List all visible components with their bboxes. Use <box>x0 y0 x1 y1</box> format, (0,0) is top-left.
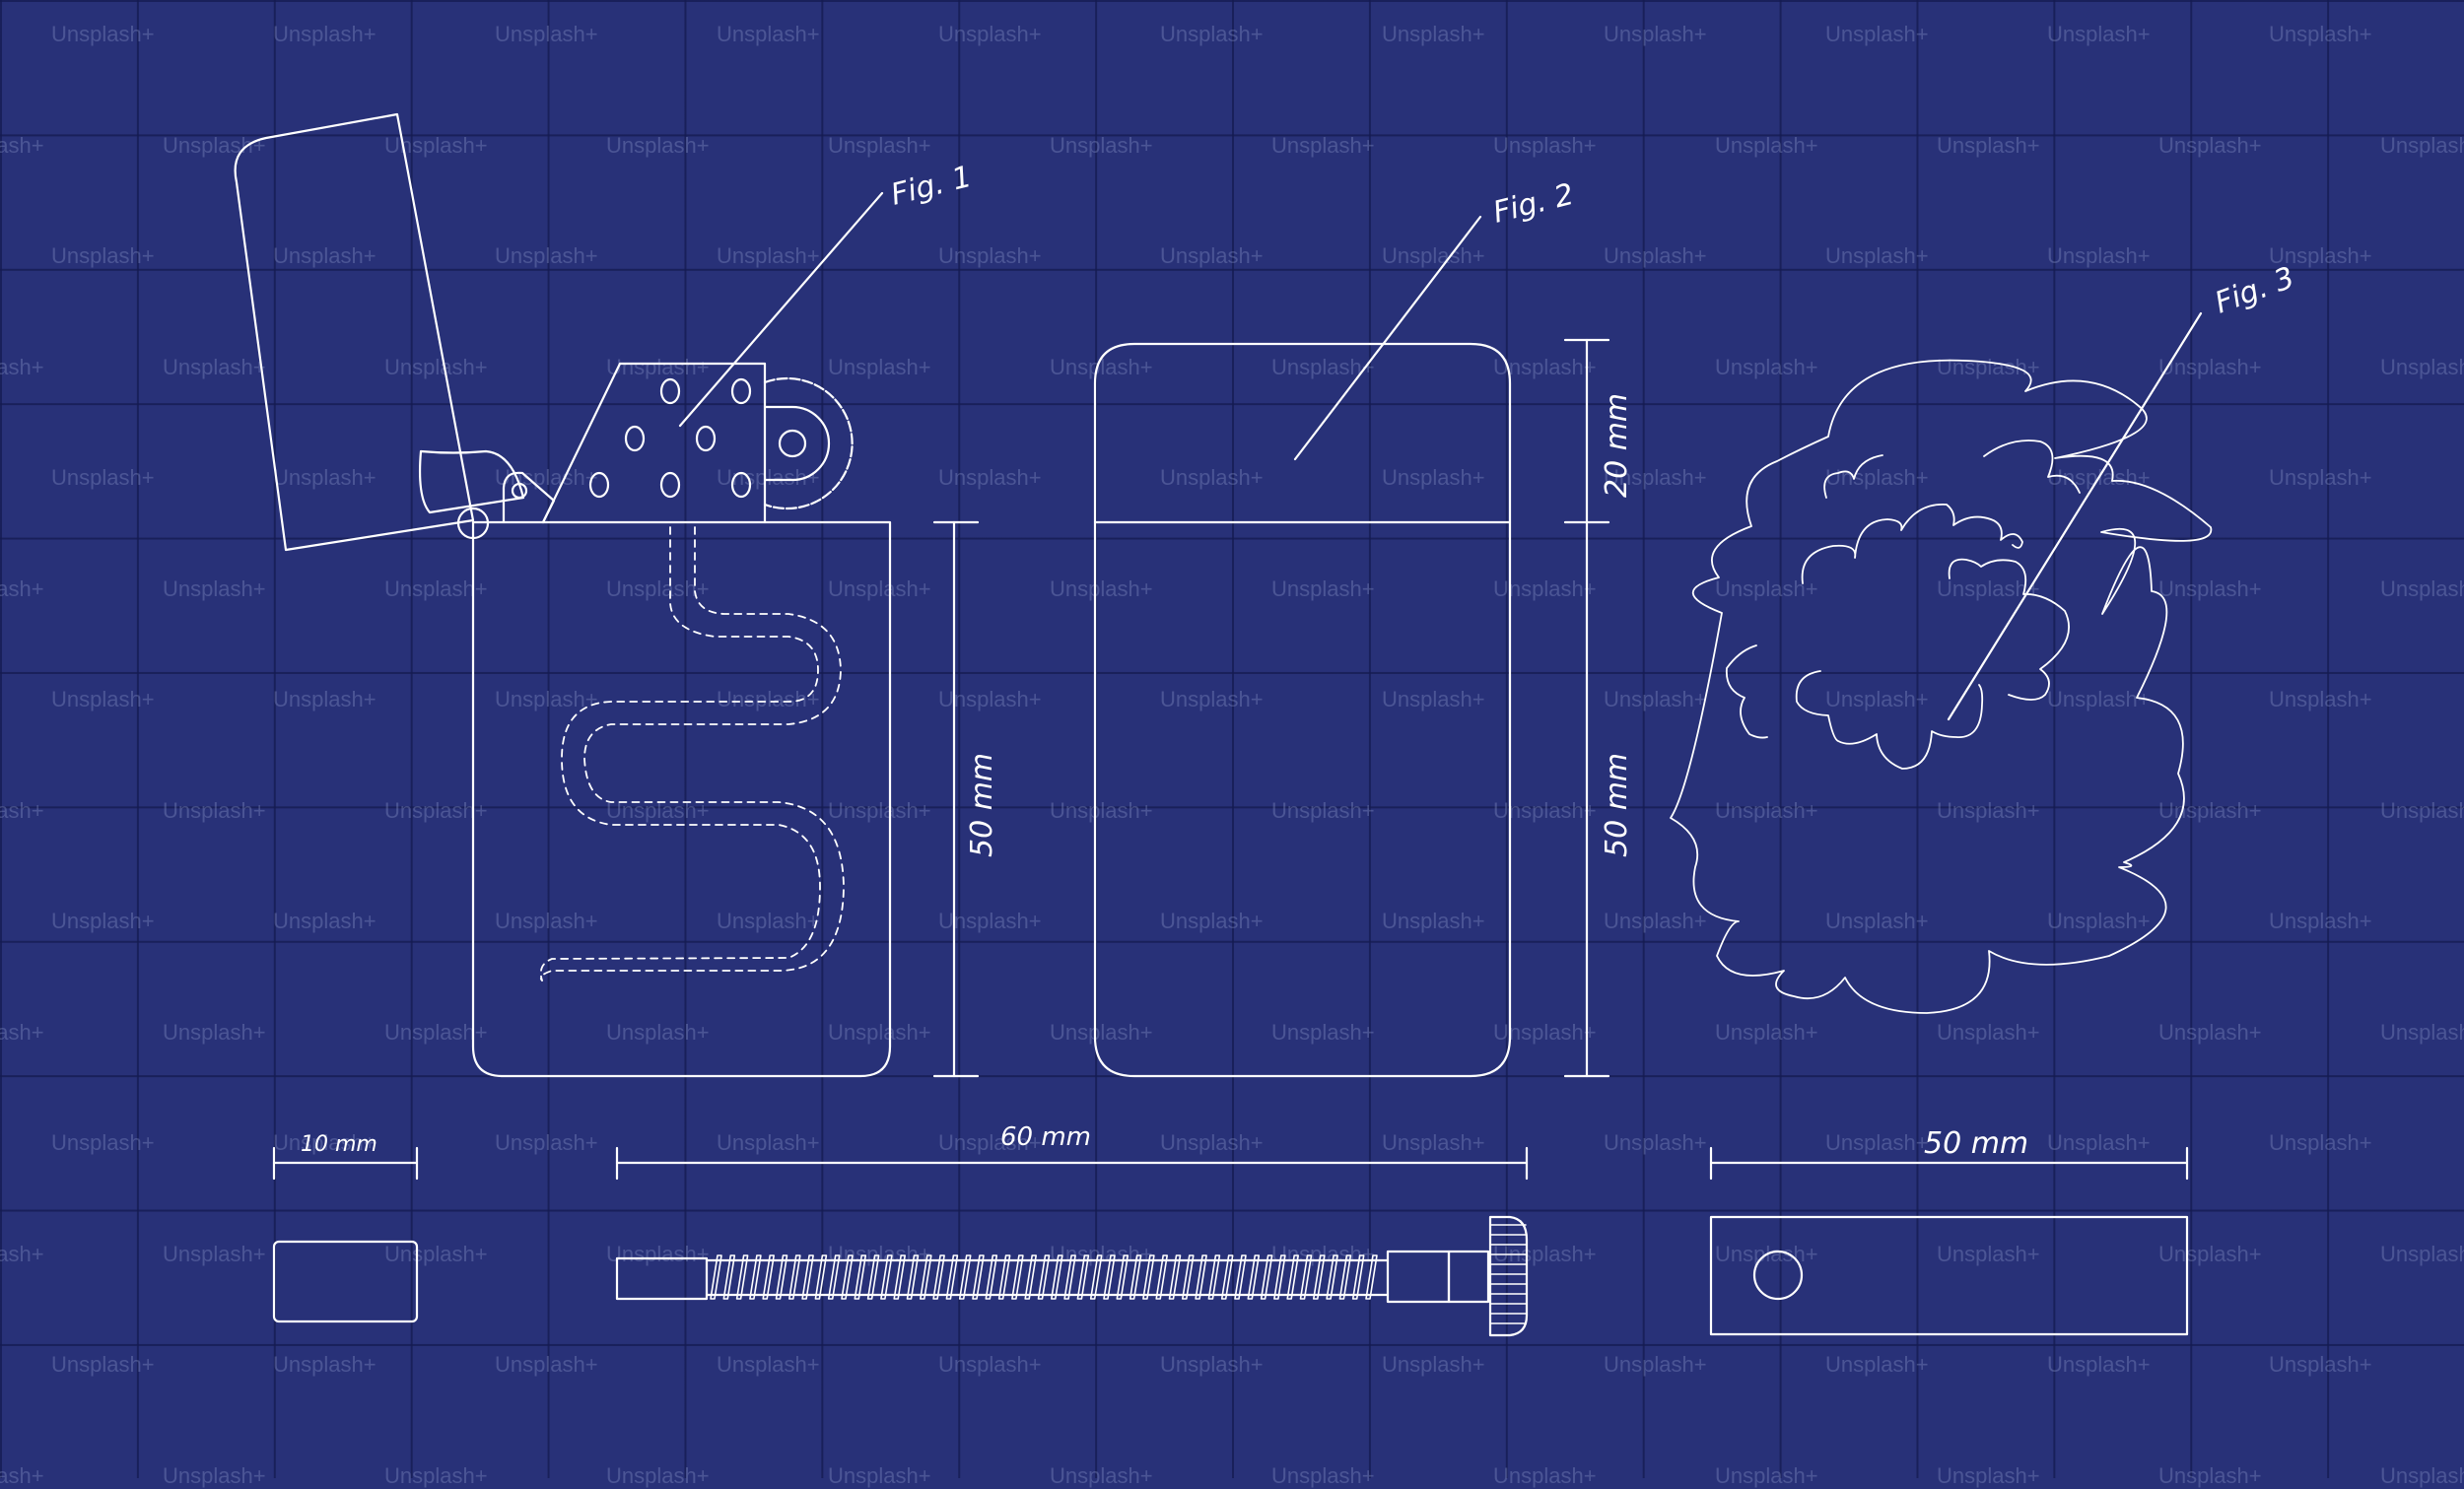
fig1-height-dimension <box>932 520 980 1078</box>
fig2-top-height-label: 20 mm <box>1600 393 1634 498</box>
screw-threads <box>710 1254 1378 1300</box>
fig2-label: Fig. 2 <box>1489 177 1577 231</box>
cloud-puff <box>1823 454 1883 499</box>
flint-wheel-outer <box>763 376 854 510</box>
plate-width-label: 50 mm <box>1924 1126 2028 1161</box>
fig2-height-dimension <box>1563 338 1610 1078</box>
cloud-puff <box>1948 558 2070 701</box>
fig2-body-height-label: 50 mm <box>1600 753 1634 857</box>
fig1-open-lighter: Fig. 1 50 mm <box>234 112 999 1078</box>
chimney-holes <box>588 377 752 499</box>
fig2-leader-line <box>1293 215 1482 461</box>
flint-rect <box>272 1240 419 1323</box>
screw-knurled-head <box>1488 1215 1529 1337</box>
flint-part <box>272 1146 419 1323</box>
flint-width-label: 10 mm <box>301 1132 377 1157</box>
screw-collar <box>1447 1250 1490 1304</box>
plate-part <box>1709 1146 2189 1336</box>
cloud-puff <box>1725 644 1768 739</box>
lighter-lid <box>234 112 475 552</box>
fig1-label: Fig. 1 <box>887 160 975 213</box>
cloud-puff <box>1983 440 2081 494</box>
knurl-lines <box>1489 1224 1527 1324</box>
flint-wheel-inner <box>763 405 831 482</box>
fig3-leader-line <box>1947 311 2203 721</box>
wick-dashed <box>539 526 845 981</box>
fig3-smoke-cloud <box>1670 359 2213 1014</box>
screw-part <box>615 1146 1529 1337</box>
closed-lighter-body <box>1093 342 1512 1078</box>
fig1-leader-line <box>678 191 884 428</box>
hinge-cam <box>418 449 525 514</box>
screw-tip <box>615 1256 709 1301</box>
screw-shank <box>1386 1250 1451 1304</box>
cloud-puff <box>1795 670 1984 770</box>
cloud-outline <box>1670 359 2213 1014</box>
plate-hole-icon <box>1752 1250 1804 1301</box>
fig2-closed-lighter: Fig. 2 20 mm 50 mm <box>1093 177 1634 1078</box>
chimney <box>541 362 767 524</box>
flint-wheel-axle-icon <box>778 429 807 458</box>
cam-arm <box>502 471 556 524</box>
fig1-height-label: 50 mm <box>965 753 999 857</box>
screw-length-label: 60 mm <box>1000 1122 1091 1152</box>
cloud-puff <box>1801 504 2023 584</box>
plate-rect <box>1709 1215 2189 1336</box>
lighter-case <box>471 520 892 1078</box>
fig3-label: Fig. 3 <box>2211 260 2299 320</box>
hinge-pin-small-icon <box>511 482 528 500</box>
